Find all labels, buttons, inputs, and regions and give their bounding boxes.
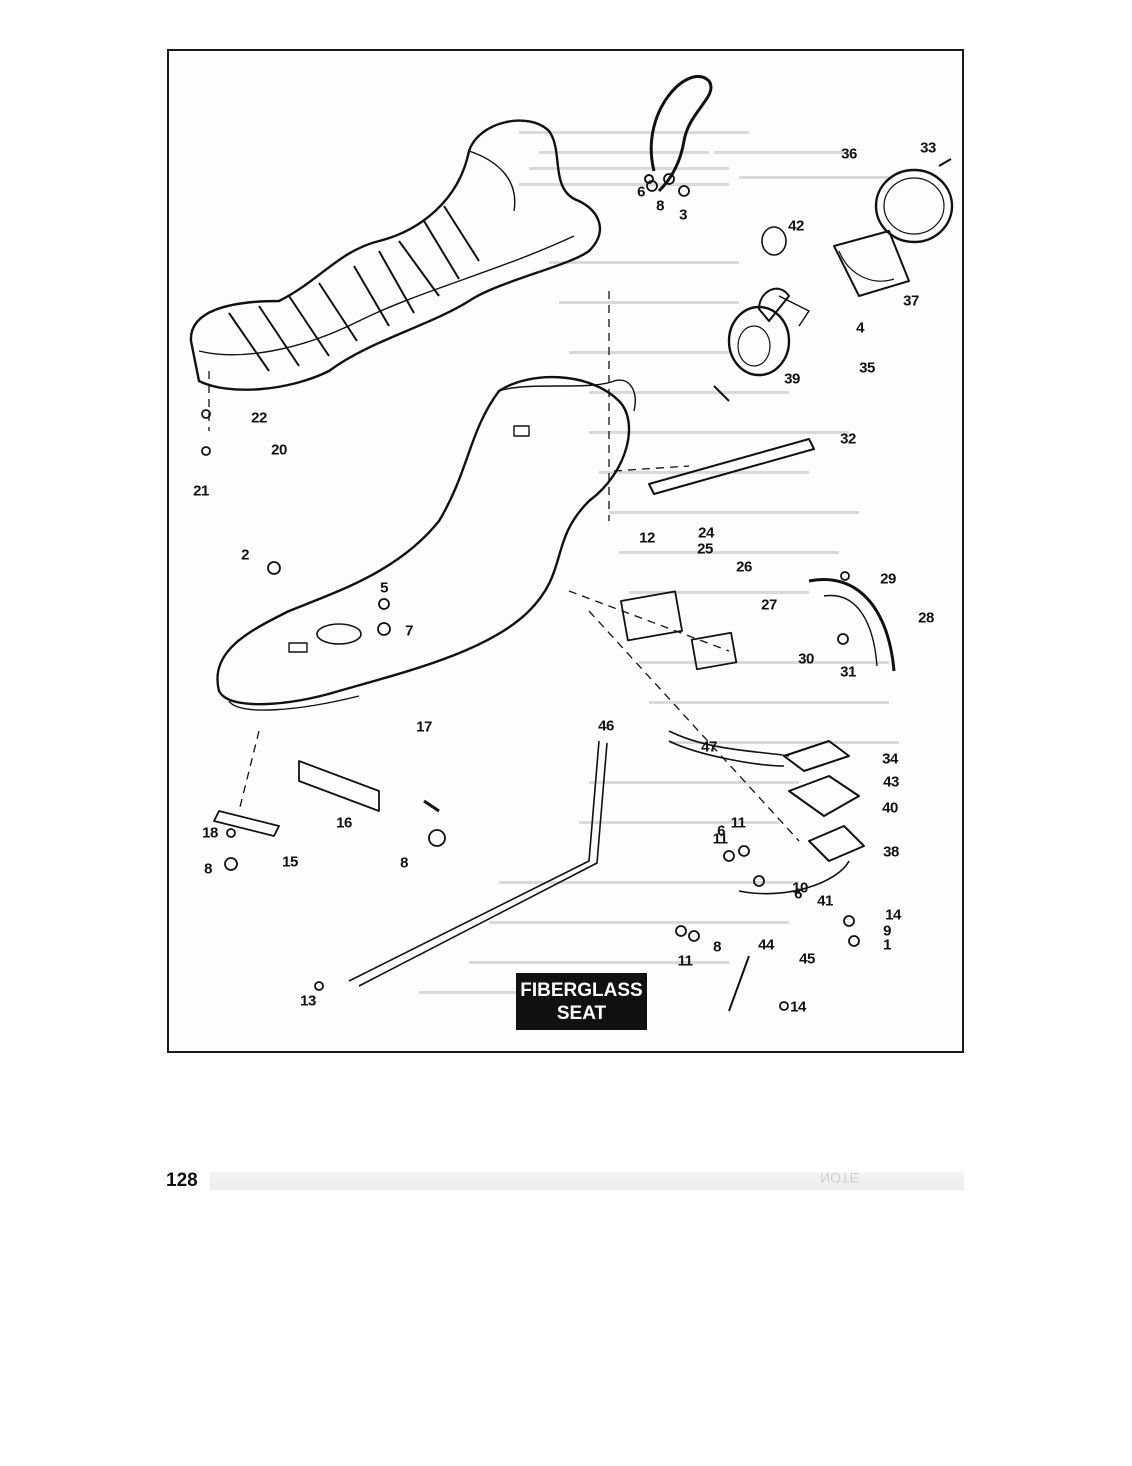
ghost-line (539, 151, 709, 154)
callout-14: 14 (885, 906, 901, 924)
page-number: 128 (166, 1170, 198, 1191)
footer-note: NOTE (820, 1170, 859, 1186)
callout-24: 24 (698, 524, 714, 542)
callout-16: 16 (336, 814, 352, 832)
callout-7: 7 (405, 622, 413, 640)
ghost-line (559, 301, 739, 304)
footer-ghost-strip (210, 1172, 964, 1190)
callout-6: 6 (637, 183, 645, 201)
callout-46: 46 (598, 717, 614, 735)
tail-lamp-assembly (713, 158, 954, 402)
title-line-1: FIBERGLASS (520, 979, 643, 1001)
ghost-line (619, 551, 839, 554)
ghost-line (609, 511, 859, 514)
title-line-2: SEAT (556, 1002, 607, 1024)
callout-26: 26 (736, 558, 752, 576)
callout-14: 14 (790, 998, 806, 1016)
callout-6: 6 (794, 885, 802, 903)
ghost-line (649, 701, 889, 704)
callout-38: 38 (883, 843, 899, 861)
callout-20: 20 (271, 441, 287, 459)
callout-4: 4 (856, 319, 864, 337)
callout-42: 42 (788, 217, 804, 235)
ghost-line (569, 351, 729, 354)
ghost-parts-table (169, 51, 962, 1051)
screws-and-nuts (201, 173, 860, 1011)
callout-11: 11 (712, 830, 728, 848)
mounting-brackets (213, 438, 896, 837)
callout-30: 30 (798, 650, 814, 668)
callout-22: 22 (251, 409, 267, 427)
ghost-line (599, 471, 809, 474)
callout-2: 2 (241, 546, 249, 564)
callout-8: 8 (713, 938, 721, 956)
callout-47: 47 (701, 738, 717, 756)
seat-strap (644, 75, 713, 193)
callout-15: 15 (282, 853, 298, 871)
ghost-line (529, 167, 729, 170)
callout-12: 12 (639, 529, 655, 547)
callout-13: 13 (300, 992, 316, 1010)
callout-9: 9 (883, 922, 891, 940)
assembly-dashed-lines (208, 291, 800, 842)
callout-34: 34 (882, 750, 898, 768)
ghost-line (639, 661, 889, 664)
callout-5: 5 (380, 579, 388, 597)
ghost-line (589, 431, 849, 434)
ghost-line (714, 151, 844, 154)
callout-8: 8 (400, 854, 408, 872)
callout-41: 41 (817, 892, 833, 910)
callout-10: 10 (792, 879, 808, 897)
ghost-line (519, 183, 729, 186)
ghost-line (419, 991, 549, 994)
ghost-line (469, 961, 729, 964)
callout-29: 29 (880, 570, 896, 588)
callout-11: 11 (677, 952, 693, 970)
callout-6: 6 (717, 822, 725, 840)
callout-27: 27 (761, 596, 777, 614)
ghost-line (589, 391, 789, 394)
ghost-line (499, 881, 799, 884)
callout-35: 35 (859, 359, 875, 377)
seat-pan (216, 375, 636, 711)
ghost-line (739, 176, 889, 179)
callout-32: 32 (840, 430, 856, 448)
callout-37: 37 (903, 292, 919, 310)
callout-39: 39 (784, 370, 800, 388)
ghost-line (629, 591, 809, 594)
callout-11: 11 (730, 814, 746, 832)
ghost-line (489, 921, 789, 924)
callout-45: 45 (799, 950, 815, 968)
callout-8: 8 (656, 197, 664, 215)
wiring-harness (348, 730, 865, 1012)
callout-33: 33 (920, 139, 936, 157)
callout-25: 25 (697, 540, 713, 558)
callout-31: 31 (840, 663, 856, 681)
ghost-line (549, 261, 739, 264)
seat-cushion (189, 119, 601, 391)
callout-18: 18 (202, 824, 218, 842)
title-box: FIBERGLASS SEAT (516, 973, 647, 1030)
exploded-view-drawing (189, 75, 954, 1012)
ghost-line (589, 781, 799, 784)
callout-8: 8 (204, 860, 212, 878)
callout-3: 3 (679, 206, 687, 224)
callout-21: 21 (193, 482, 209, 500)
callout-36: 36 (841, 145, 857, 163)
callout-44: 44 (758, 936, 774, 954)
callout-43: 43 (883, 773, 899, 791)
callout-17: 17 (416, 718, 432, 736)
callout-28: 28 (918, 609, 934, 627)
callout-1: 1 (883, 936, 891, 954)
ghost-line (519, 131, 749, 134)
ghost-line (579, 821, 779, 824)
ghost-line (669, 741, 899, 744)
callout-40: 40 (882, 799, 898, 817)
